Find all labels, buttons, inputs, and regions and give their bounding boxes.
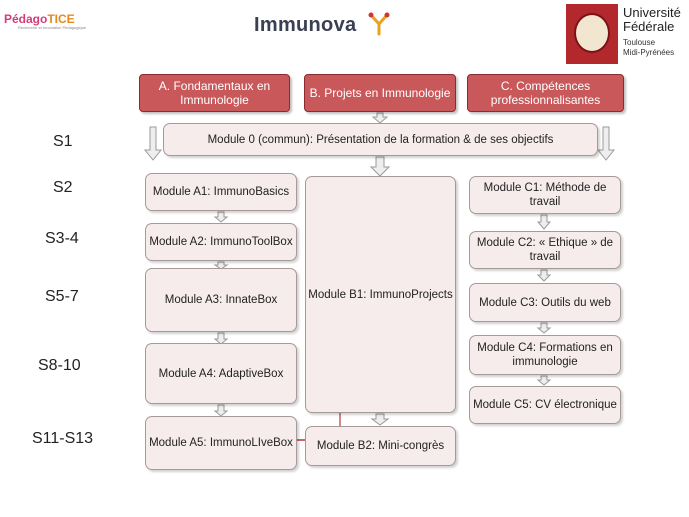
column-header-a: A. Fondamentaux en Immunologie <box>139 74 290 112</box>
down-arrow-icon <box>536 214 552 230</box>
module-b1: Module B1: ImmunoProjects <box>305 176 456 413</box>
module-a1-label: Module A1: ImmunoBasics <box>152 186 290 198</box>
module-c3-label: Module C3: Outils du web <box>479 296 611 309</box>
university-location: Toulouse Midi-Pyrénées <box>623 38 674 58</box>
module-a1: Module A1: ImmunoBasics <box>145 173 297 211</box>
module-c5-label: Module C5: CV électronique <box>473 399 617 411</box>
column-header-b-label: B. Projets en Immunologie <box>309 86 451 100</box>
semester-label: S8-10 <box>38 357 81 374</box>
module-c4: Module C4: Formations en immunologie <box>469 335 621 375</box>
module-a3-label: Module A3: InnateBox <box>164 294 278 306</box>
university-name-line1: Université <box>623 5 681 20</box>
university-name-line2: Fédérale <box>623 19 675 34</box>
semester-label: S2 <box>53 179 73 196</box>
module-c5: Module C5: CV électronique <box>469 386 621 424</box>
down-arrow-icon <box>213 261 229 270</box>
immunova-logo-text: Immunova <box>254 14 357 36</box>
module-a5-label: Module A5: ImmunoLIveBox <box>149 437 293 449</box>
down-arrow-icon <box>371 112 389 124</box>
antibody-icon <box>368 12 390 36</box>
down-arrow-icon <box>213 211 229 223</box>
down-arrow-icon <box>143 126 163 161</box>
down-arrow-icon <box>213 404 229 417</box>
university-location-line1: Toulouse <box>623 38 656 47</box>
down-arrow-icon <box>536 375 552 386</box>
down-arrow-icon <box>213 332 229 345</box>
column-header-c: C. Compétences professionnalisantes <box>467 74 624 112</box>
pedagotice-logo: PédagoTICE Recherche et Innovation Pédag… <box>4 10 104 38</box>
pedagotice-logo-part2: TICE <box>47 12 75 26</box>
module-c1: Module C1: Méthode de travail <box>469 176 621 214</box>
down-arrow-icon <box>369 156 391 177</box>
module-a5: Module A5: ImmunoLIveBox <box>145 416 297 470</box>
column-header-a-label: A. Fondamentaux en Immunologie <box>158 79 271 107</box>
module-c2: Module C2: « Ethique » de travail <box>469 231 621 269</box>
module-a4: Module A4: AdaptiveBox <box>145 343 297 404</box>
down-arrow-icon <box>370 413 390 426</box>
immunova-logo: Immunova <box>254 12 404 44</box>
university-logo: Université Fédérale Toulouse Midi-Pyréné… <box>566 4 683 64</box>
module-a2: Module A2: ImmunoToolBox <box>145 223 297 261</box>
semester-label: S11-S13 <box>32 430 94 447</box>
pedagotice-logo-subtitle: Recherche et Innovation Pédagogique <box>18 25 87 30</box>
module-c3: Module C3: Outils du web <box>469 283 621 322</box>
module-0: Module 0 (commun): Présentation de la fo… <box>163 123 598 156</box>
module-0-label: Module 0 (commun): Présentation de la fo… <box>207 133 554 146</box>
module-b2: Module B2: Mini-congrès <box>305 426 456 466</box>
down-arrow-icon <box>536 269 552 282</box>
module-c2-label: Module C2: « Ethique » de travail <box>476 237 614 263</box>
column-header-c-label: C. Compétences professionnalisantes <box>490 79 601 107</box>
module-c4-label: Module C4: Formations en immunologie <box>477 342 613 368</box>
module-a4-label: Module A4: AdaptiveBox <box>158 367 284 380</box>
module-c1-label: Module C1: Méthode de travail <box>483 182 607 208</box>
university-name: Université Fédérale <box>623 6 681 34</box>
module-b2-label: Module B2: Mini-congrès <box>316 440 445 452</box>
semester-label: S3-4 <box>45 230 79 247</box>
down-arrow-icon <box>536 322 552 334</box>
module-a2-label: Module A2: ImmunoToolBox <box>149 236 293 248</box>
module-a3: Module A3: InnateBox <box>145 268 297 332</box>
pedagotice-logo-part1: Pédago <box>4 12 48 26</box>
semester-label: S1 <box>53 133 73 150</box>
column-header-b: B. Projets en Immunologie <box>304 74 456 112</box>
university-seal-icon <box>566 4 618 64</box>
module-b1-label: Module B1: ImmunoProjects <box>308 288 453 301</box>
down-arrow-icon <box>596 126 616 161</box>
semester-label: S5-7 <box>45 288 79 305</box>
university-location-line2: Midi-Pyrénées <box>623 48 675 57</box>
